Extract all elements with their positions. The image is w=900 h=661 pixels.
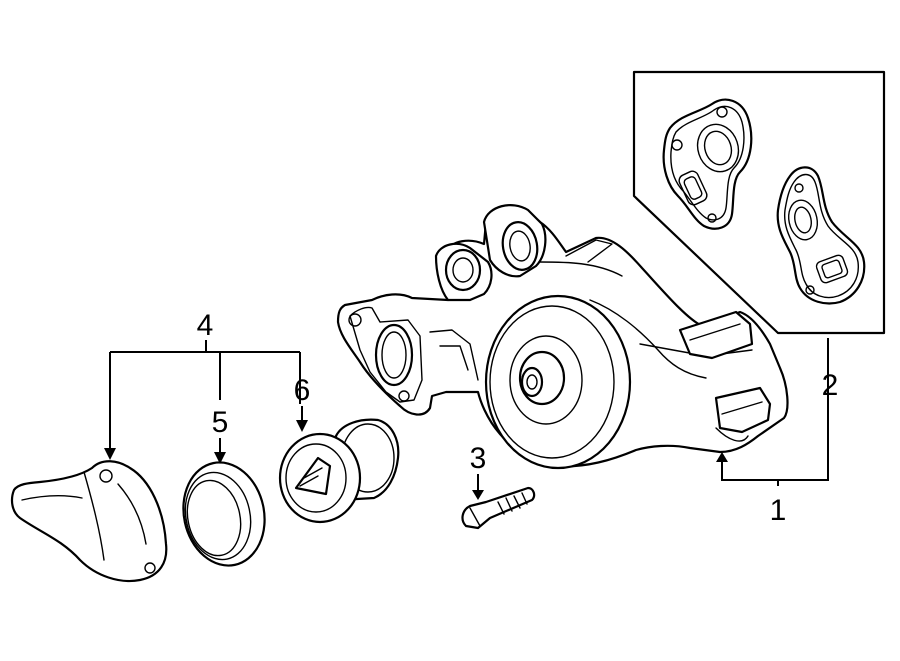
coolant-outlet	[10, 460, 168, 583]
callout-6: 6	[294, 374, 311, 407]
callout-2: 2	[822, 369, 839, 402]
water-pump	[336, 204, 789, 470]
outlet-seal	[182, 461, 266, 567]
callout-leaders	[104, 338, 829, 500]
pump-bolt	[461, 486, 536, 530]
callout-1: 1	[770, 494, 787, 527]
callout-4: 4	[197, 309, 214, 342]
thermostat	[278, 418, 400, 524]
gasket-detail-box	[632, 70, 886, 335]
callout-5: 5	[212, 406, 229, 439]
gasket-left	[662, 98, 753, 230]
callout-3: 3	[470, 442, 487, 475]
gasket-right	[776, 166, 866, 305]
